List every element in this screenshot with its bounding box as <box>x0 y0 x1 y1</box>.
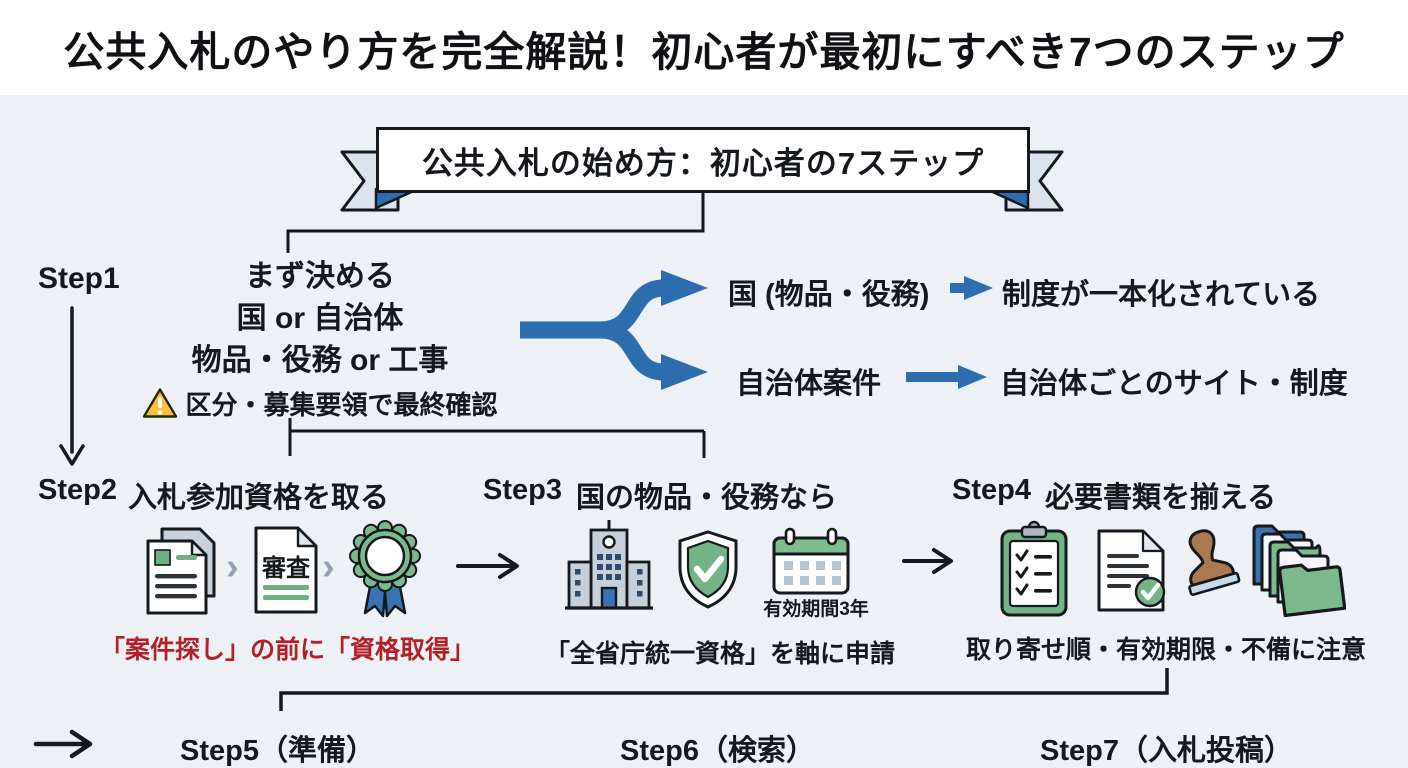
calendar-note: 有効期間3年 <box>763 599 869 620</box>
rosette-medal-icon <box>349 520 421 618</box>
step3-label: Step3 <box>483 474 562 506</box>
review-doc-label: 審査 <box>261 554 310 582</box>
branch-top-arrow <box>950 276 993 300</box>
footer-step7: Step7（入札投稿） <box>1040 735 1293 767</box>
step2-caption: 「案件探し」の前に「資格取得」 <box>100 636 476 664</box>
folders-icon <box>1252 524 1346 618</box>
step4-label: Step4 <box>952 474 1031 506</box>
footer-arrow <box>33 729 93 759</box>
banner-title: 公共入札の始め方：初心者の7ステップ <box>421 145 985 181</box>
review-document-icon: 審査 <box>254 526 318 614</box>
stamp-icon <box>1188 529 1241 596</box>
step1-line1: まず決める <box>245 260 395 293</box>
document-check-icon <box>1097 529 1166 612</box>
step1-line2: 国 or 自治体 <box>236 302 404 335</box>
chevron-right-icon: › <box>322 546 335 588</box>
step1-warning-text: 区分・募集要領で最終確認 <box>185 389 498 420</box>
step2-title: 入札参加資格を取る <box>128 482 390 514</box>
step3-caption: 「全省庁統一資格」を軸に申請 <box>545 640 896 668</box>
warning-icon <box>143 388 178 418</box>
step2-step3-arrow <box>456 553 519 579</box>
calendar-icon <box>772 527 850 595</box>
branch-bottom-arrow <box>906 365 987 389</box>
step4-title: 必要書類を揃える <box>1044 482 1277 514</box>
chevron-right-icon: › <box>226 546 239 588</box>
documents-icon <box>146 527 216 615</box>
branch-top-result: 制度が一本化されている <box>1002 279 1321 311</box>
step1-line3: 物品・役務 or 工事 <box>191 344 449 377</box>
step3-header: Step3 国の物品・役務なら <box>483 474 837 516</box>
step1-warning-row: 区分・募集要領で最終確認 <box>130 382 510 424</box>
shield-check-icon <box>678 530 738 609</box>
step4-caption: 取り寄せ順・有効期限・不備に注意 <box>966 636 1367 664</box>
step4-header: Step4 必要書類を揃える <box>952 474 1276 516</box>
branch-bottom-result: 自治体ごとのサイト・制度 <box>1000 368 1348 400</box>
step3-step4-arrow <box>902 548 953 574</box>
step3-title: 国の物品・役務なら <box>575 482 837 514</box>
step1-block: まず決める 国 or 自治体 物品・役務 or 工事 区分・募集要領で最終確認 <box>130 256 510 424</box>
title-band <box>0 0 1408 95</box>
footer-step5: Step5（準備） <box>180 735 375 767</box>
branch-bottom-label: 自治体案件 <box>736 368 882 400</box>
banner: 公共入札の始め方：初心者の7ステップ <box>376 127 1030 193</box>
banner-connector <box>286 189 705 253</box>
government-building-icon <box>565 520 653 610</box>
fork-arrow-icon <box>520 270 708 390</box>
checklist-clipboard-icon <box>1000 520 1068 617</box>
footer-step6: Step6（検索） <box>620 735 815 767</box>
step1-step3-connector <box>288 418 706 458</box>
step1-step2-arrow <box>59 306 85 466</box>
step4-footer-connector <box>279 668 1169 711</box>
branch-top-label: 国 (物品・役務) <box>728 279 930 311</box>
step2-label: Step2 <box>38 474 117 506</box>
page-title: 公共入札のやり方を完全解説！初心者が最初にすべき7つのステップ <box>63 28 1345 75</box>
step1-label: Step1 <box>38 262 120 295</box>
